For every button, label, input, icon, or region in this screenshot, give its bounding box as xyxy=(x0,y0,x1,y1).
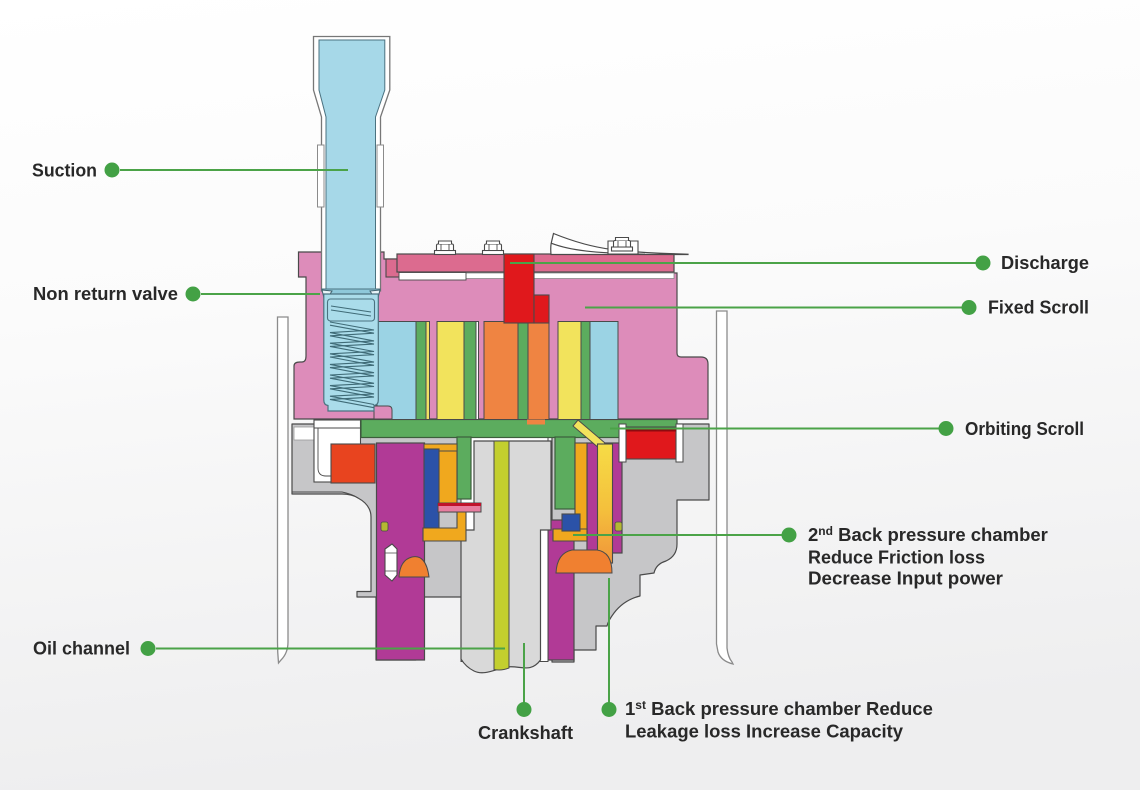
svg-text:Non return valve: Non return valve xyxy=(33,283,178,304)
svg-text:Oil channel: Oil channel xyxy=(33,638,130,659)
svg-text:1st Back pressure chamber Redu: 1st Back pressure chamber Reduce xyxy=(625,698,933,719)
svg-text:Suction: Suction xyxy=(32,160,97,181)
svg-text:2nd Back pressure chamber: 2nd Back pressure chamber xyxy=(808,524,1048,545)
svg-text:Fixed Scroll: Fixed Scroll xyxy=(988,297,1089,318)
svg-text:Crankshaft: Crankshaft xyxy=(478,722,573,743)
svg-text:Discharge: Discharge xyxy=(1001,252,1089,273)
svg-text:Orbiting Scroll: Orbiting Scroll xyxy=(965,418,1084,439)
svg-text:Decrease Input power: Decrease Input power xyxy=(808,568,1003,589)
svg-text:Reduce Friction loss: Reduce Friction loss xyxy=(808,547,985,568)
svg-text:Leakage loss Increase Capacity: Leakage loss Increase Capacity xyxy=(625,721,904,742)
